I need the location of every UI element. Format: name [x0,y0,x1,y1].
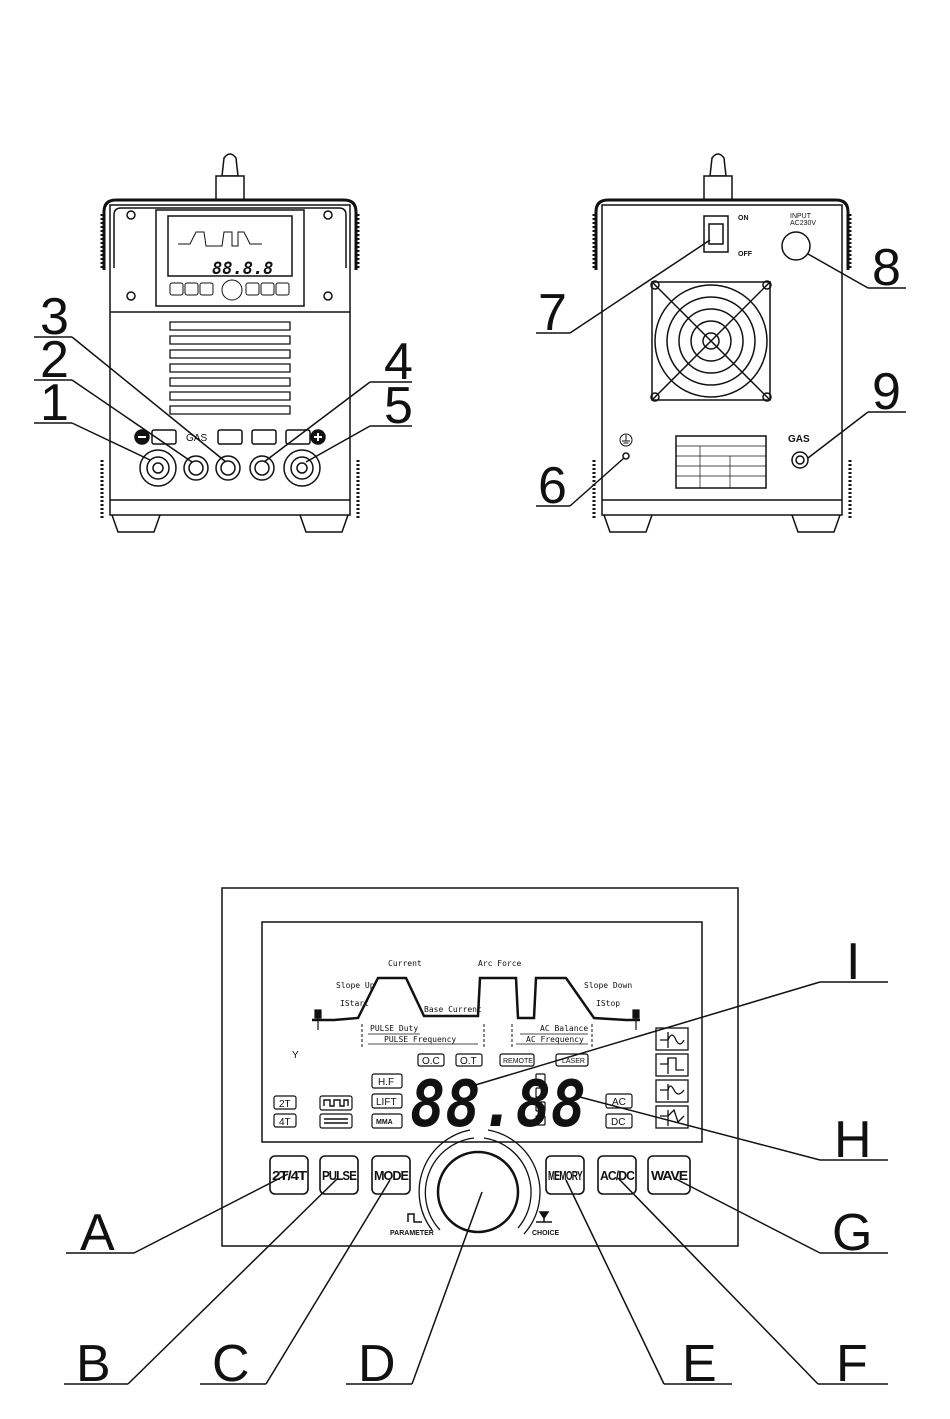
callout-e: E [682,1335,717,1393]
label-base-current: Base Current [424,1005,482,1014]
indicator-2t: 2T [279,1099,291,1110]
button-mode[interactable]: MODE [374,1168,409,1183]
callout-c: C [212,1335,250,1393]
label-ac-frequency: AC Frequency [526,1035,584,1044]
rear-view [594,154,850,532]
callout-3: 3 [40,288,69,346]
indicator-laser: LASER [562,1058,585,1065]
y-mark: Y [292,1050,299,1061]
ground-icon [620,434,632,446]
indicator-dc: DC [611,1117,625,1128]
rear-gas-label: GAS [788,434,810,445]
callout-h: H [834,1111,872,1169]
panel-digits: 88.88 [410,1068,586,1142]
indicator-lift: LIFT [376,1097,397,1108]
indicator-remote: REMOTE [503,1058,533,1065]
callout-6: 6 [538,457,567,515]
panel-detail [222,888,738,1246]
panel-callouts [64,982,888,1384]
label-ac-balance: AC Balance [540,1024,588,1033]
front-display-digits: 88.8.8 [212,259,273,279]
input-voltage: AC230V [790,220,816,227]
front-view: 88.8.8 [102,154,358,532]
knob-choice-label: CHOICE [532,1230,560,1237]
label-arc-force: Arc Force [478,959,522,968]
button-pulse[interactable]: PULSE [322,1168,357,1183]
callout-7: 7 [538,284,567,342]
label-istart: IStart [340,999,369,1008]
label-slope-down: Slope Down [584,981,632,990]
switch-on-label: ON [738,215,749,222]
callout-g: G [832,1204,872,1262]
callout-5: 5 [384,377,413,435]
callout-d: D [358,1335,396,1393]
button-2t4t[interactable]: 2T/4T [272,1168,307,1183]
label-current: Current [388,959,422,968]
input-label: INPUT [790,213,812,220]
indicator-ot: O.T [460,1056,477,1067]
callout-a: A [80,1204,115,1262]
label-slope-up: Slope Up [336,981,375,990]
label-istop: IStop [596,999,620,1008]
callout-b: B [76,1335,111,1393]
indicator-oc: O.C [422,1056,440,1067]
button-memory[interactable]: MEMORY [548,1168,583,1183]
knob-parameter-label: PARAMETER [390,1230,434,1237]
indicator-4t: 4T [279,1117,291,1128]
label-pulse-duty: PULSE Duty [370,1024,418,1033]
label-pulse-frequency: PULSE Frequency [384,1035,456,1044]
indicator-hf: H.F [378,1077,394,1088]
switch-off-label: OFF [738,251,753,258]
button-acdc[interactable]: AC/DC [600,1168,636,1183]
callout-8: 8 [872,239,901,297]
callout-9: 9 [872,363,901,421]
callout-i: I [846,933,860,991]
indicator-mma: MMA [376,1119,393,1126]
callout-f: F [836,1335,868,1393]
button-wave[interactable]: WAVE [651,1168,688,1183]
